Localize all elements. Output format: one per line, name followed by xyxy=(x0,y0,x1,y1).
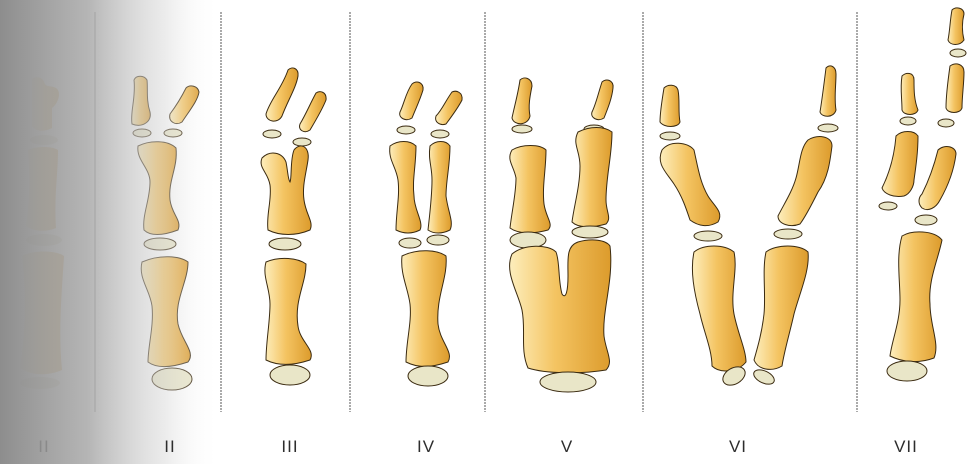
proximal-phalanx-right xyxy=(754,246,808,369)
proximal-phalanx-fused xyxy=(510,240,611,373)
joint-cartilage xyxy=(751,367,776,387)
joint-cartilage xyxy=(293,138,311,146)
middle-phalanx-right xyxy=(428,142,451,234)
panel-label-6: VI xyxy=(698,437,778,457)
joint-cartilage xyxy=(950,49,966,57)
middle-phalanx-right xyxy=(572,128,612,227)
panel-label-5: V xyxy=(527,437,607,457)
extra-distal-phalanx xyxy=(948,8,964,45)
joint-cartilage xyxy=(399,238,421,248)
joint-cartilage xyxy=(694,231,722,241)
joint-cartilage xyxy=(774,229,802,239)
panel-label-1: II xyxy=(4,437,84,457)
joint-cartilage xyxy=(938,119,954,127)
distal-phalanx-left xyxy=(660,85,680,126)
panel-3-digit xyxy=(261,68,326,385)
joint-cartilage xyxy=(512,125,532,133)
distal-phalanx-left xyxy=(901,73,918,114)
joint-cartilage xyxy=(915,215,937,225)
panel-label-2: II xyxy=(130,437,210,457)
panel-label-3: III xyxy=(250,437,330,457)
middle-phalanx-left xyxy=(510,146,550,233)
joint-cartilage xyxy=(269,238,301,250)
panel-7-digit xyxy=(879,8,966,381)
joint-cartilage xyxy=(270,365,310,385)
joint-cartilage xyxy=(510,232,546,248)
middle-phalanx-left xyxy=(882,132,918,197)
distal-phalanx-left xyxy=(400,82,423,120)
panel-label-4: IV xyxy=(386,437,466,457)
joint-cartilage xyxy=(660,132,680,140)
joint-cartilage xyxy=(887,361,927,381)
panel-4-digit xyxy=(390,82,462,386)
panel-label-7: VII xyxy=(866,437,946,457)
joint-cartilage xyxy=(263,130,281,138)
middle-phalanx-right xyxy=(778,137,832,226)
proximal-phalanx xyxy=(890,232,942,362)
joint-cartilage xyxy=(427,235,449,245)
joint-cartilage xyxy=(540,372,596,392)
middle-phalanx-left xyxy=(660,143,720,225)
distal-phalanx-right xyxy=(820,66,836,116)
joint-cartilage xyxy=(900,117,916,125)
distal-phalanx-left xyxy=(512,78,532,124)
joint-cartilage xyxy=(879,202,897,210)
proximal-phalanx xyxy=(402,251,450,367)
distal-phalanx-left xyxy=(266,68,298,121)
distal-phalanx-right xyxy=(946,64,964,113)
proximal-phalanx-left xyxy=(692,246,746,371)
distal-phalanx-right xyxy=(436,91,462,124)
middle-phalanx-fused xyxy=(261,146,311,235)
middle-phalanx-right xyxy=(919,147,956,210)
page-shadow xyxy=(0,0,220,464)
panel-6-digit xyxy=(660,66,838,389)
joint-cartilage xyxy=(408,366,448,386)
distal-phalanx-right xyxy=(300,92,326,132)
joint-cartilage xyxy=(818,124,838,132)
panel-5-digit xyxy=(510,78,614,392)
joint-cartilage xyxy=(397,126,415,134)
joint-cartilage xyxy=(572,226,608,238)
distal-phalanx-right xyxy=(592,80,613,120)
joint-cartilage xyxy=(431,130,449,138)
proximal-phalanx xyxy=(265,258,311,364)
middle-phalanx-left xyxy=(390,142,421,234)
